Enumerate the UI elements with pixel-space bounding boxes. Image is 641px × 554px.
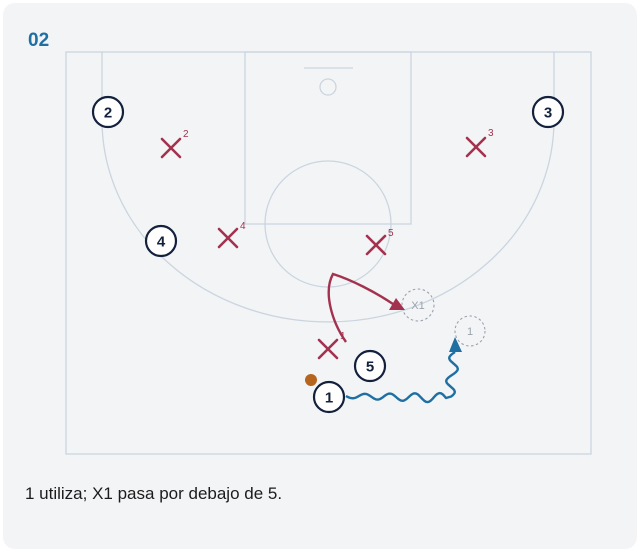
offense-label-1: 1 xyxy=(325,390,333,407)
offense-label-5: 5 xyxy=(366,359,374,376)
three-point-line xyxy=(101,52,555,323)
defender-3: 3 xyxy=(465,128,494,158)
play-card: 02 xyxy=(3,3,637,549)
free-throw-circle-bottom xyxy=(264,223,392,288)
offense-label-3: 3 xyxy=(544,105,552,122)
offense-player-4: 4 xyxy=(144,224,178,258)
ghost-circle-1 xyxy=(454,315,486,347)
defenders: 2 3 4 5 1 xyxy=(160,128,494,360)
rim xyxy=(319,78,337,96)
offense-player-1: 1 xyxy=(312,380,346,414)
action-arrows xyxy=(327,272,462,404)
offense-players: 2 3 4 5 1 xyxy=(91,95,565,414)
court-lines xyxy=(65,51,592,455)
defender-1: 1 xyxy=(317,331,346,360)
play-number: 02 xyxy=(28,30,50,51)
paint xyxy=(244,51,412,225)
offense-label-4: 4 xyxy=(157,234,166,251)
offense-player-2: 2 xyxy=(91,95,125,129)
offense-player-5: 5 xyxy=(353,349,387,383)
ghost-label-x1: X1 xyxy=(411,300,424,312)
dribble-arrowhead xyxy=(449,337,462,352)
ball-icon xyxy=(305,374,317,386)
defender-label-1: 1 xyxy=(340,331,346,342)
defender-label-2: 2 xyxy=(183,129,189,140)
defender-label-3: 3 xyxy=(488,128,494,139)
ghost-circle-x1 xyxy=(401,288,435,322)
free-throw-circle-top xyxy=(264,160,392,225)
offense-label-2: 2 xyxy=(104,105,112,122)
offense-player-3: 3 xyxy=(531,95,565,129)
defender-2: 2 xyxy=(160,129,189,159)
defender-5: 5 xyxy=(365,228,394,256)
defender-cut-arrow xyxy=(327,272,394,343)
defender-cut-arrowhead xyxy=(389,298,405,310)
ghost-label-1: 1 xyxy=(467,326,473,338)
defender-4: 4 xyxy=(217,221,246,249)
ghost-positions: X1 1 xyxy=(401,288,486,347)
defender-label-5: 5 xyxy=(388,228,394,239)
defender-label-4: 4 xyxy=(240,221,246,232)
play-caption: 1 utiliza; X1 pasa por debajo de 5. xyxy=(25,484,283,503)
dribble-arrow xyxy=(345,351,459,404)
